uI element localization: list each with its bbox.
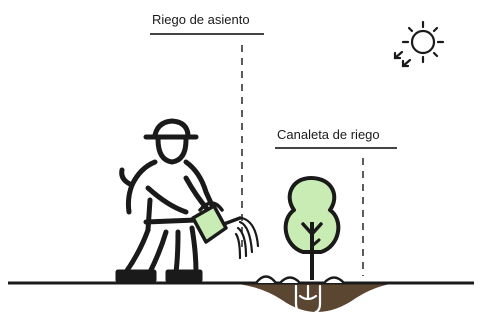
sun-icon (393, 20, 445, 68)
gardener-icon (115, 118, 218, 283)
soil-mounds (255, 275, 345, 284)
watering-can-icon (191, 201, 242, 244)
tree-seedling-icon (283, 176, 341, 280)
label-canaleta-de-riego: Canaleta de riego (277, 127, 380, 142)
root-bulb (294, 284, 322, 316)
label-underline (150, 33, 264, 35)
label-riego-de-asiento: Riego de asiento (152, 12, 250, 27)
label-underline (275, 147, 397, 149)
water-streams (234, 216, 260, 260)
